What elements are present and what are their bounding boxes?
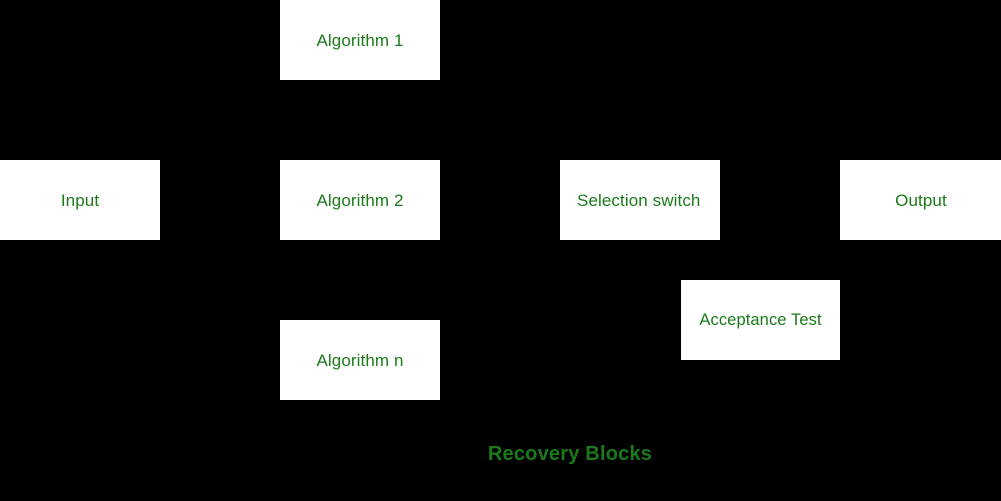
node-algorithm-2[interactable]: Algorithm 2 <box>280 160 440 240</box>
node-input-label: Input <box>60 190 100 210</box>
node-algorithm-1[interactable]: Algorithm 1 <box>280 0 440 80</box>
node-acceptance-test-label: Acceptance Test <box>699 310 822 329</box>
node-output-label: Output <box>895 190 947 210</box>
node-algorithm-n[interactable]: Algorithm n <box>280 320 440 400</box>
diagram-caption: Recovery Blocks <box>487 443 653 465</box>
node-acceptance-test[interactable]: Acceptance Test <box>681 280 840 360</box>
node-algorithm-n-label: Algorithm n <box>316 350 404 370</box>
node-selection-switch-label: Selection switch <box>577 190 701 210</box>
node-input[interactable]: Input <box>0 160 160 240</box>
node-algorithm-1-label: Algorithm 1 <box>316 30 404 50</box>
node-selection-switch[interactable]: Selection switch <box>560 160 720 240</box>
node-output[interactable]: Output <box>840 160 1001 240</box>
node-algorithm-2-label: Algorithm 2 <box>316 190 404 210</box>
